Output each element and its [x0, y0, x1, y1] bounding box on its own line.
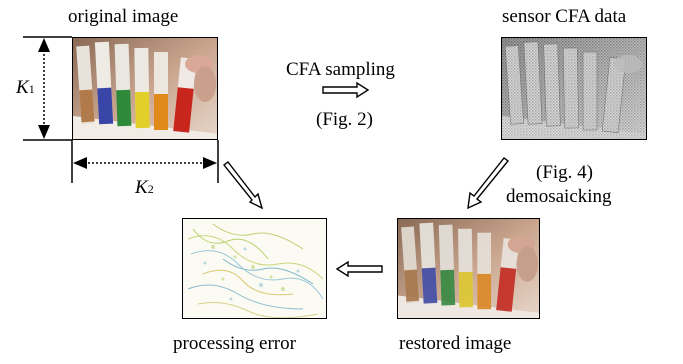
restored-image-photo: [398, 219, 539, 318]
sensor-cfa-photo: [502, 38, 646, 139]
original-image-label: original image: [68, 6, 179, 27]
cfa-sampling-label: CFA sampling: [286, 59, 395, 80]
sensor-cfa-label: sensor CFA data: [502, 6, 627, 27]
k2-dimension: [71, 140, 219, 183]
original-image: [72, 37, 218, 140]
restored-image: [397, 218, 540, 319]
fig2-label: (Fig. 2): [316, 109, 373, 130]
original-image-photo: [73, 38, 217, 139]
processing-error-photo: [183, 219, 326, 318]
error-feedback-arrow: [335, 260, 383, 278]
processing-error-image: [182, 218, 327, 319]
demosaicking-label: demosaicking: [506, 186, 612, 207]
error-computation-arrow: [223, 161, 264, 210]
k1-dimension: [23, 36, 72, 141]
sensor-cfa-image: [501, 37, 647, 140]
k2-label: K2: [135, 177, 154, 198]
processing-error-label: processing error: [173, 333, 296, 354]
restored-image-label: restored image: [399, 333, 512, 354]
cfa-sampling-arrow: [322, 81, 370, 99]
fig4-label: (Fig. 4): [536, 162, 593, 183]
k1-label: K1: [16, 77, 35, 98]
demosaicking-arrow: [467, 157, 510, 210]
